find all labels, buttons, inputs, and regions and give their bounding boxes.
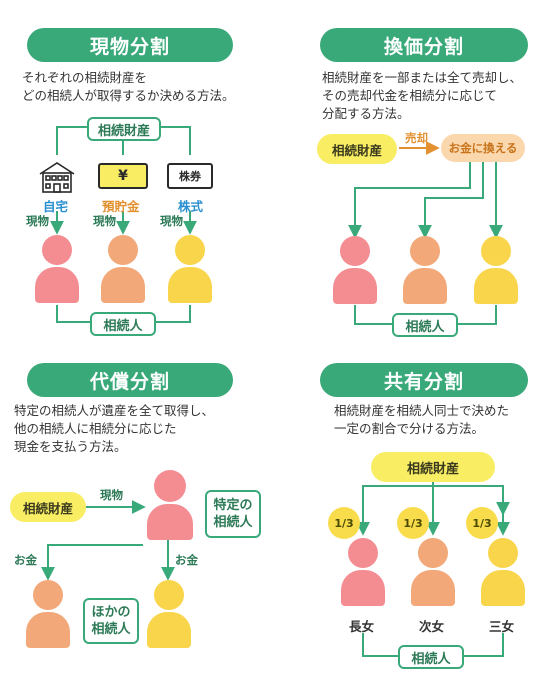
q4-heir-name-1: 長女 (349, 619, 375, 634)
stock-label: 株式 (178, 199, 204, 214)
q4-asset-pill: 相続財産 (371, 452, 495, 482)
q3-desc-line-1: 特定の相続人が遺産を全て取得し、 (14, 403, 215, 418)
q3-other-box: ほかの 相続人 (83, 598, 139, 644)
q3-money-right: お金 (175, 553, 198, 567)
q2-heir-peach (403, 236, 447, 306)
q4-ratio-2: 1/3 (397, 507, 429, 539)
house-icon (39, 162, 75, 193)
q2-heirs-box: 相続人 (392, 313, 458, 337)
q4-heir-name-2: 次女 (419, 619, 445, 634)
q4-heir-peach (411, 538, 455, 608)
q2-sell-label: 売却 (405, 131, 428, 145)
q2-desc-line-2: その売却代金を相続分に応じて (322, 88, 498, 103)
q4-ratio-3: 1/3 (466, 507, 498, 539)
q3-title: 代償分割 (27, 363, 233, 397)
house-label: 自宅 (43, 199, 69, 214)
q3-specific-line-2: 相続人 (213, 515, 253, 530)
q1-title: 現物分割 (27, 28, 233, 62)
q1-arrow-label-3: 現物 (160, 214, 183, 228)
q3-other-line-1: ほかの (91, 605, 131, 620)
q1-heirs-box: 相続人 (90, 312, 156, 336)
savings-label: 預貯金 (102, 199, 140, 214)
q3-desc-line-3: 現金を支払う方法。 (14, 439, 127, 454)
q4-heir-pink (341, 538, 385, 608)
q2-heir-pink (333, 236, 377, 306)
q1-heir-pink (35, 235, 79, 305)
q1-desc-line-1: それぞれの相続財産を (22, 70, 148, 85)
q2-desc-line-1: 相続財産を一部または全て売却し、 (322, 70, 523, 85)
q1-asset-box: 相続財産 (87, 117, 161, 141)
q4-heir-name-3: 三女 (489, 619, 515, 634)
q2-desc-line-3: 分配する方法。 (322, 106, 410, 121)
q2-asset-pill: 相続財産 (317, 134, 397, 164)
q4-title: 共有分割 (320, 363, 528, 397)
q1-heir-peach (101, 235, 145, 305)
q3-specific-line-1: 特定の (213, 498, 253, 513)
q3-other-heir-yellow (147, 580, 191, 650)
q3-specific-heir (147, 470, 193, 540)
q2-heir-yellow (474, 236, 518, 306)
q3-other-line-2: 相続人 (91, 622, 131, 637)
q2-title: 換価分割 (320, 28, 528, 62)
q3-money-left: お金 (14, 553, 37, 567)
yen-bill-icon: ¥ (98, 163, 148, 189)
q1-arrow-label-2: 現物 (93, 214, 116, 228)
q4-heir-yellow (481, 538, 525, 608)
q3-other-heir-peach (26, 580, 70, 650)
stock-certificate-icon: 株券 (167, 163, 213, 189)
q4-ratio-1: 1/3 (328, 507, 360, 539)
q2-cash-pill: お金に換える (441, 134, 525, 162)
stock-card-text: 株券 (179, 170, 201, 183)
q3-asset-pill: 相続財産 (10, 492, 86, 522)
q4-desc-line-1: 相続財産を相続人同士で決めた (334, 403, 510, 418)
q4-desc-line-2: 一定の割合で分ける方法。 (334, 421, 485, 436)
q3-desc-line-2: 他の相続人に相続分に応じた (14, 421, 177, 436)
q1-arrow-label-1: 現物 (26, 214, 49, 228)
q3-arrow-label: 現物 (100, 488, 123, 502)
q4-heirs-box: 相続人 (398, 645, 464, 669)
q1-desc-line-2: どの相続人が取得するか決める方法。 (22, 88, 235, 103)
q1-heir-yellow (168, 235, 212, 305)
q3-specific-box: 特定の 相続人 (205, 490, 261, 538)
yen-symbol: ¥ (118, 168, 128, 184)
